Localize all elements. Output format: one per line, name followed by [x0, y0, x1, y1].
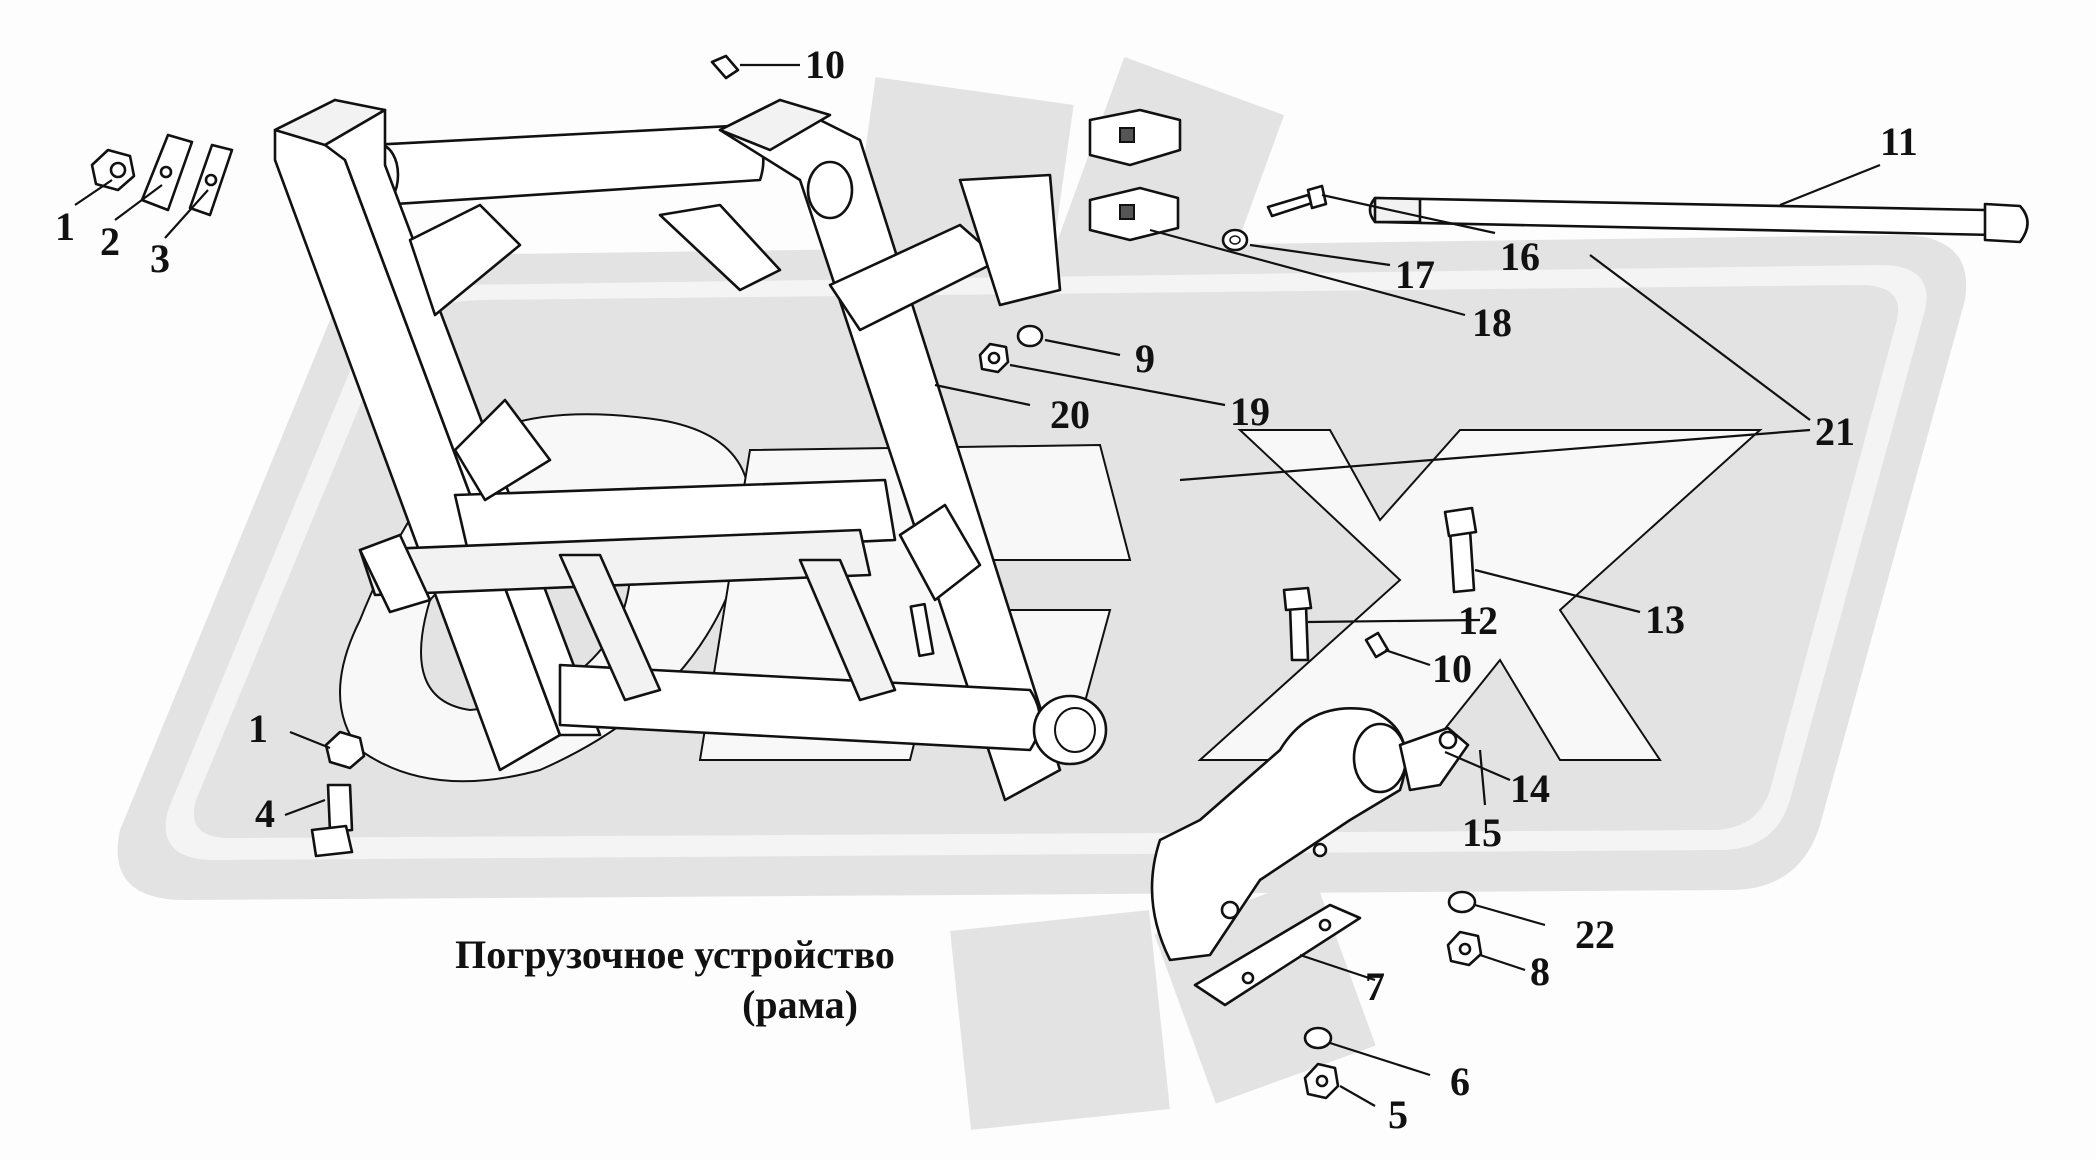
washer-part-6 [1303, 1026, 1333, 1050]
block-parts [1088, 108, 1182, 242]
callout-21: 21 [1815, 409, 1855, 454]
callout-9: 9 [1135, 336, 1155, 381]
callout-10-bottom: 10 [1432, 646, 1472, 691]
caption: Погрузочное устройство (рама) [455, 932, 895, 1027]
pin-part-11 [1368, 196, 2029, 244]
callout-7: 7 [1365, 964, 1385, 1009]
nut-part-5 [1303, 1062, 1340, 1100]
bolt-part-4 [310, 783, 354, 858]
callout-labels: 1 2 3 10 11 16 17 18 9 20 19 21 13 12 10… [55, 42, 1918, 1137]
callout-19: 19 [1230, 389, 1270, 434]
loader-frame [273, 98, 1108, 802]
callout-15: 15 [1462, 810, 1502, 855]
caption-subtitle: (рама) [742, 982, 858, 1027]
callout-13: 13 [1645, 597, 1685, 642]
callout-12: 12 [1458, 598, 1498, 643]
bolt-part-12 [1282, 586, 1313, 662]
callout-3: 3 [150, 236, 170, 281]
callout-18: 18 [1472, 300, 1512, 345]
callout-1-top: 1 [55, 204, 75, 249]
callout-6: 6 [1450, 1059, 1470, 1104]
callout-2: 2 [100, 219, 120, 264]
bracket-part-14 [1150, 707, 1470, 962]
callout-4: 4 [255, 791, 275, 836]
plate-part-2 [140, 133, 194, 212]
plate-part-7 [1193, 903, 1362, 1007]
nut-part-19 [978, 342, 1010, 374]
nut-part-1-top [90, 148, 136, 192]
washer-part-17 [1221, 228, 1249, 252]
leader-lines [74, 63, 1881, 1107]
callout-16: 16 [1500, 234, 1540, 279]
loose-parts [90, 54, 2029, 1100]
callout-11: 11 [1880, 119, 1918, 164]
callout-22: 22 [1575, 912, 1615, 957]
bolt-part-16 [1266, 184, 1328, 218]
washer-part-22 [1447, 890, 1477, 914]
callout-14: 14 [1510, 766, 1550, 811]
callout-10-top: 10 [805, 42, 845, 87]
callout-17: 17 [1395, 252, 1435, 297]
bolt-part-13 [1443, 506, 1478, 594]
washer-part-9 [1016, 324, 1044, 348]
grease-fitting-part-10-top [710, 54, 740, 80]
callout-20: 20 [1050, 392, 1090, 437]
callout-1-bottom: 1 [248, 706, 268, 751]
callout-8: 8 [1530, 949, 1550, 994]
nut-part-8 [1446, 930, 1483, 967]
caption-title: Погрузочное устройство [455, 932, 895, 977]
nut-part-1-bottom [324, 730, 366, 770]
callout-5: 5 [1388, 1092, 1408, 1137]
